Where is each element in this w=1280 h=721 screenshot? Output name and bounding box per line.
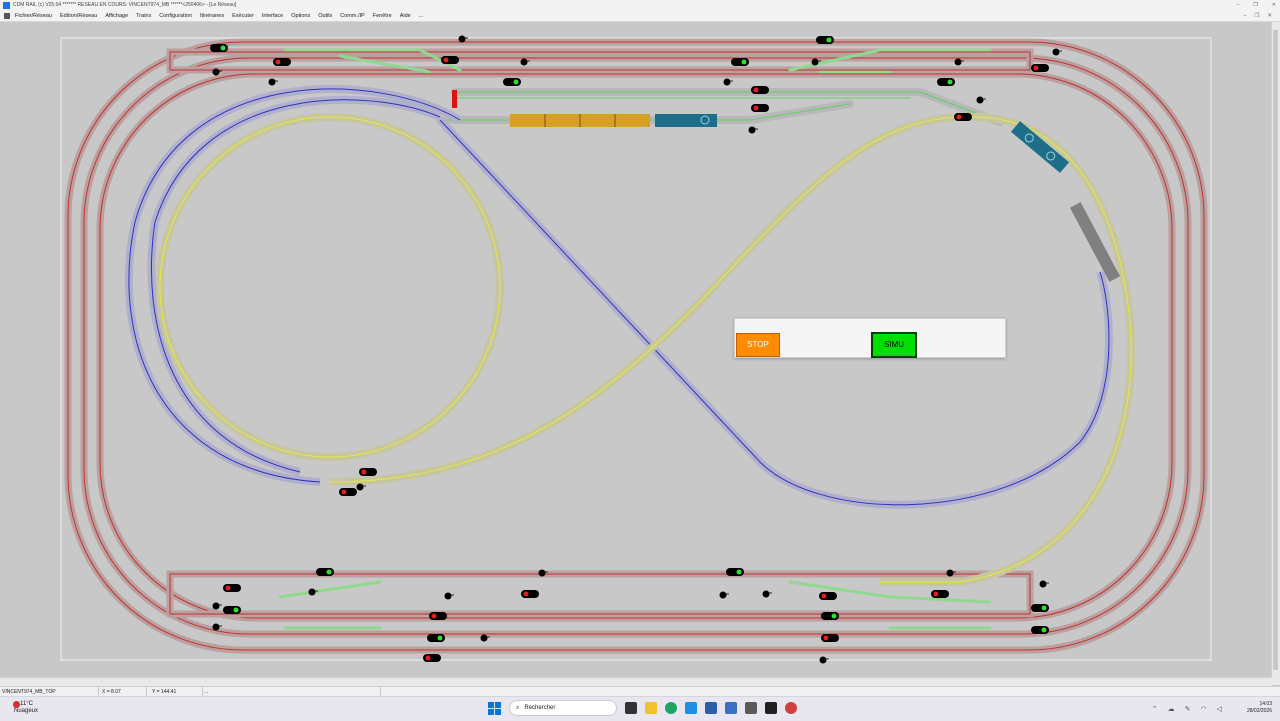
- edge-icon[interactable]: [685, 702, 697, 714]
- weather-icon: [13, 701, 20, 708]
- wifi-icon[interactable]: ◠: [1200, 706, 1207, 713]
- status-bar: VINCENT974_MB_TOP X = 8.07 Y = 144.41 ..…: [0, 686, 1280, 697]
- horizontal-scrollbar[interactable]: [0, 677, 1272, 686]
- system-tray: ⌃ ☁ ✎ ◠ ◁: [1152, 705, 1222, 713]
- mdi-close-button[interactable]: ✕: [1267, 13, 1272, 19]
- menu-items: Fichier/Réseau Edition/Réseau Affichage …: [15, 11, 423, 21]
- mdi-minimize-button[interactable]: –: [1243, 13, 1247, 19]
- windows-start-icon[interactable]: [488, 701, 501, 715]
- menu-configuration[interactable]: Configuration: [159, 13, 192, 19]
- menu-fichier[interactable]: Fichier/Réseau: [15, 13, 52, 19]
- maximize-button[interactable]: ❐: [1253, 2, 1258, 8]
- menu-executer[interactable]: Exécuter: [232, 13, 254, 19]
- inner-blue-tracks[interactable]: [124, 85, 1113, 509]
- menu-edition[interactable]: Edition/Réseau: [60, 13, 98, 19]
- vertical-scroll-thumb[interactable]: [1273, 30, 1278, 670]
- clock-time: 14:03: [1259, 701, 1272, 707]
- layout-frame: [60, 37, 1212, 661]
- mdi-controls: – ❐ ✕: [1243, 11, 1272, 21]
- train-diagonal[interactable]: [1010, 121, 1121, 282]
- store-icon[interactable]: [705, 702, 717, 714]
- buffer-stop-icon: [452, 90, 457, 108]
- menu-fenetre[interactable]: Fenêtre: [372, 13, 392, 19]
- track-layout[interactable]: [0, 22, 1272, 677]
- weather-widget[interactable]: 11°C Nuageux: [13, 701, 39, 715]
- app-icon: [3, 2, 10, 9]
- status-extra: ...: [202, 687, 381, 697]
- weather-temperature: 11°C: [20, 701, 33, 707]
- app-icon-vs[interactable]: [725, 702, 737, 714]
- status-y-coordinate: Y = 144.41: [150, 687, 203, 697]
- menu-aide[interactable]: Aide: [399, 13, 411, 19]
- window-controls: – ❐ ✕: [1237, 0, 1276, 11]
- close-button[interactable]: ✕: [1271, 2, 1276, 8]
- weather-condition: Nuageux: [14, 708, 39, 714]
- pen-icon[interactable]: ✎: [1184, 706, 1191, 713]
- status-x-coordinate: X = 8.07: [100, 687, 147, 697]
- document-icon[interactable]: [4, 13, 10, 19]
- control-panel: STOP SIMU: [734, 318, 1006, 358]
- chrome-icon[interactable]: [665, 702, 677, 714]
- menu-outils[interactable]: Outils: [318, 13, 333, 19]
- minimize-button[interactable]: –: [1236, 2, 1240, 8]
- title-bar: CDM RAIL (c) V25.04 ******* RESEAU EN CO…: [0, 0, 1280, 11]
- stop-button[interactable]: STOP: [736, 333, 780, 357]
- app-icon-red[interactable]: [785, 702, 797, 714]
- windows-taskbar: 11°C Nuageux ⌕ Rechercher ⌃ ☁ ✎ ◠ ◁ 14:0…: [0, 696, 1280, 721]
- status-y-value: 144.41: [160, 689, 177, 695]
- locomotive[interactable]: [655, 114, 717, 127]
- cdm-rail-icon[interactable]: [765, 702, 777, 714]
- taskbar-search[interactable]: ⌕ Rechercher: [509, 700, 617, 716]
- app-icon-tool[interactable]: [745, 702, 757, 714]
- status-y-label: Y =: [152, 689, 160, 695]
- status-x-value: 8.07: [111, 689, 121, 695]
- menu-comm-ip[interactable]: Comm./IP: [340, 13, 365, 19]
- menu-affichage[interactable]: Affichage: [105, 13, 129, 19]
- train-station-track[interactable]: [452, 90, 717, 127]
- outer-loop-tracks[interactable]: [64, 38, 1208, 654]
- menu-options[interactable]: Options: [291, 13, 311, 19]
- menu-trains[interactable]: Trains: [136, 13, 152, 19]
- search-icon: ⌕: [516, 704, 520, 711]
- file-explorer-icon[interactable]: [645, 702, 657, 714]
- volume-icon[interactable]: ◁: [1216, 706, 1222, 713]
- search-placeholder: Rechercher: [524, 705, 556, 711]
- menu-itineraires[interactable]: Itinéraires: [199, 13, 225, 19]
- status-x-label: X =: [102, 689, 110, 695]
- window-title: CDM RAIL (c) V25.04 ******* RESEAU EN CO…: [13, 2, 237, 8]
- yellow-tracks[interactable]: [156, 112, 1136, 586]
- vertical-scrollbar[interactable]: [1271, 22, 1280, 685]
- taskbar-clock[interactable]: 14:03 28/02/2026: [1247, 701, 1272, 715]
- menu-interface[interactable]: Interface: [261, 13, 284, 19]
- cloud-icon[interactable]: ☁: [1167, 706, 1175, 713]
- menu-more[interactable]: ...: [418, 13, 424, 19]
- task-view-icon[interactable]: [625, 702, 637, 714]
- chevron-up-icon[interactable]: ⌃: [1151, 706, 1158, 713]
- clock-date: 28/02/2026: [1246, 708, 1272, 714]
- mdi-restore-button[interactable]: ❐: [1254, 13, 1260, 19]
- menu-bar: Fichier/Réseau Edition/Réseau Affichage …: [0, 11, 1280, 22]
- taskbar-center: ⌕ Rechercher: [488, 700, 797, 716]
- simu-button[interactable]: SIMU: [871, 332, 917, 358]
- status-network-name: VINCENT974_MB_TOP: [0, 687, 99, 697]
